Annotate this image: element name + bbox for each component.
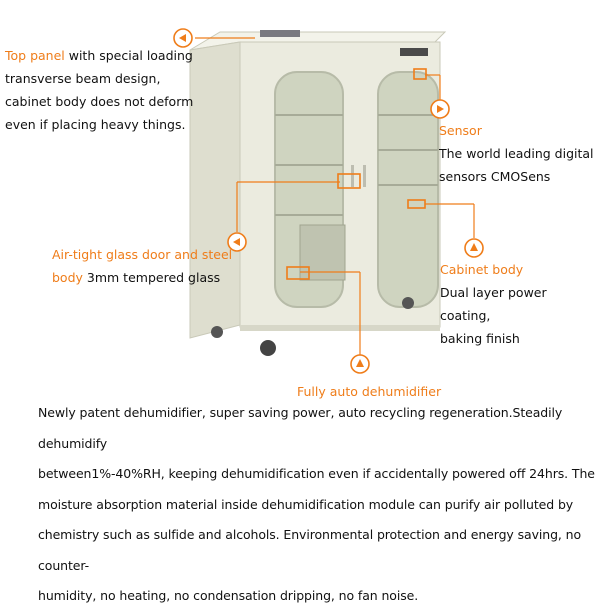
cabinet-body-text: baking finish bbox=[440, 331, 520, 346]
cabinet-body-title: Cabinet body bbox=[440, 262, 524, 277]
circle-arrow-icon bbox=[227, 232, 247, 252]
shelf-marker bbox=[407, 199, 426, 209]
top-panel-title: Top panel bbox=[5, 48, 65, 63]
circle-arrow-icon bbox=[464, 238, 484, 258]
description-line: chemistry such as sulfide and alcohols. … bbox=[38, 527, 582, 573]
glass-door-line-2: body 3mm tempered glass bbox=[52, 266, 252, 289]
glass-door-text: 3mm tempered glass bbox=[86, 270, 221, 285]
cabinet-illustration bbox=[189, 30, 447, 356]
description-line: Newly patent dehumidifier, super saving … bbox=[38, 405, 563, 451]
glass-door-title-2: body bbox=[52, 270, 83, 285]
sensor-marker bbox=[413, 68, 427, 80]
glass-door-callout: Air-tight glass door and steel body 3mm … bbox=[52, 243, 252, 289]
top-panel-text: transverse beam design, bbox=[5, 71, 161, 86]
sensor-callout: Sensor The world leading digital sensors… bbox=[439, 119, 599, 188]
cabinet-body-text: Dual layer power coating, bbox=[440, 285, 547, 323]
sensor-title: Sensor bbox=[439, 123, 482, 138]
description-line: moisture absorption material inside dehu… bbox=[38, 496, 574, 512]
circle-arrow-icon bbox=[430, 99, 450, 119]
top-panel-callout: Top panel with special loading transvers… bbox=[5, 44, 205, 136]
dehumidifier-marker bbox=[286, 266, 310, 280]
description: Newly patent dehumidifier, super saving … bbox=[38, 398, 598, 612]
top-panel-text: cabinet body does not deform bbox=[5, 94, 194, 109]
top-panel-text: even if placing heavy things. bbox=[5, 117, 186, 132]
description-line: humidity, no heating, no condensation dr… bbox=[38, 588, 419, 603]
circle-arrow-icon bbox=[350, 354, 370, 374]
sensor-text: The world leading digital bbox=[439, 146, 594, 161]
top-panel-text: with special loading bbox=[68, 48, 193, 63]
description-line: between1%-40%RH, keeping dehumidificatio… bbox=[38, 466, 595, 481]
glass-door-title: Air-tight glass door and steel bbox=[52, 247, 233, 262]
sensor-text: sensors CMOSens bbox=[439, 169, 551, 184]
cabinet-body-callout: Cabinet body Dual layer power coating, b… bbox=[440, 258, 600, 350]
top-panel-line-1: Top panel with special loading bbox=[5, 44, 205, 67]
handle-marker bbox=[337, 173, 361, 189]
circle-arrow-icon bbox=[173, 28, 193, 48]
dehumidifier-title: Fully auto dehumidifier bbox=[297, 384, 442, 399]
